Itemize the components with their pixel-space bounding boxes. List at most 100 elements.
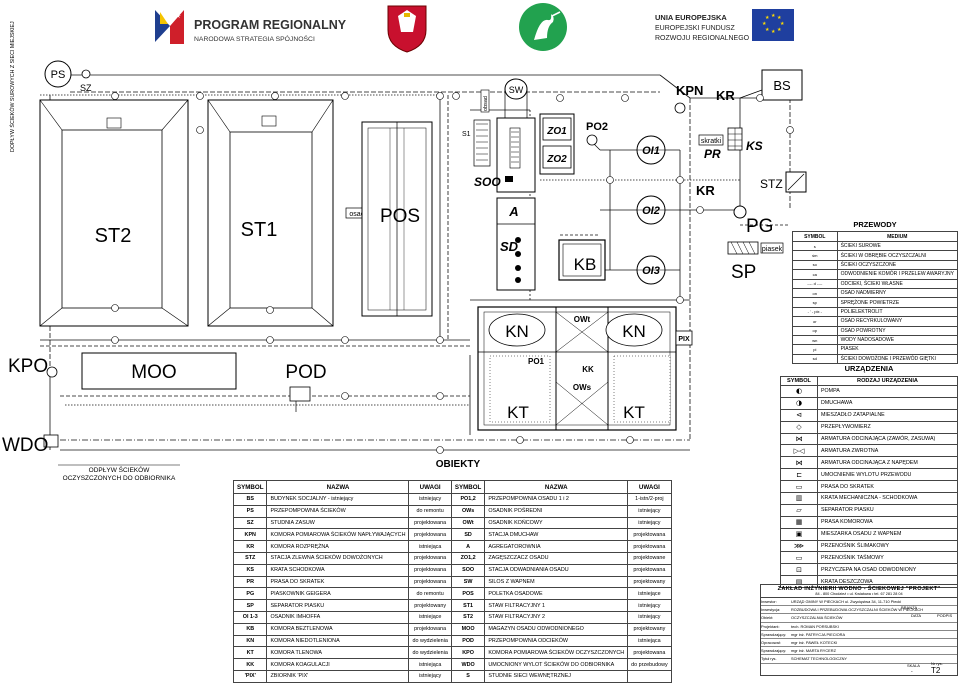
title-block-key: Inwestor: [761, 599, 777, 604]
object-name: UMOCNIONY WYLOT ŚCIEKÓW DO ODBIORNIKA [484, 658, 629, 671]
object-remark: projektowana [408, 563, 452, 577]
chamber-press-icon: ▦ [780, 515, 818, 529]
eu-line-2: EUROPEJSKI FUNDUSZ [655, 25, 735, 32]
object-remark: do wydzielenia [408, 634, 452, 648]
title-block-value: tech. ROMAN PORSUBSKI [791, 623, 839, 629]
title-block-key: Tytuł rys. [761, 656, 777, 662]
pipe-symbol: sp [792, 297, 838, 308]
device-legend-row: ⊡PRZYCZEPA NA OSAD ODWODNIONY [780, 563, 958, 577]
title-block-row: Sprawdzający:mgr inż. PATRYCJA PIECIORA [761, 631, 957, 640]
object-name: AGREGATOROWNIA [484, 540, 629, 553]
stz-discharge-station [785, 171, 807, 193]
device-label: MIESZARKA OSADU Z WAPNEM [817, 527, 958, 541]
eu-flag: ★★★★ ★★★★ [752, 9, 794, 41]
object-symbol: KS [232, 563, 268, 577]
device-label: PRZEPŁYWOMIERZ [817, 420, 958, 434]
sp-sand-separator [727, 241, 759, 255]
object-remark: istniejąca [408, 658, 452, 671]
owt-label: OWt [574, 315, 591, 324]
title-block-value: SCHEMAT TECHNOLOGICZNY [791, 656, 847, 662]
kn1-label: KN [505, 322, 529, 341]
object-symbol: ST1 [450, 599, 486, 612]
svg-text:★: ★ [771, 29, 776, 35]
object-remark: 1-istn/2-proj [627, 493, 672, 506]
object-name: KOMORA KOAGULACJI [266, 658, 410, 671]
title-block-value: mgr inż. MARTA RYCERZ [791, 648, 836, 654]
pipes-legend-title: PRZEWODY [853, 220, 897, 229]
object-symbol: POD [450, 634, 486, 648]
object-remark: projektowane [627, 551, 672, 565]
obsad-tag [480, 89, 490, 113]
pipe-legend-row: - ' - pix -POLIELEKTROLIT [792, 306, 959, 318]
kb-label: KB [574, 255, 597, 274]
object-name: STACJA DMUCHAW [484, 528, 629, 542]
title-block-row: Tytuł rys. SCHEMAT TECHNOLOGICZNY [761, 655, 957, 664]
object-name: OSADNIK KOŃCOWY [484, 516, 629, 530]
object-name: STAW FILTRACYJNY 2 [484, 610, 629, 624]
kb-anaerobic-chamber [558, 239, 606, 281]
col-branza: BRANŻA [901, 605, 918, 610]
title-block-value: ROZBUDOWA I PRZEBUDOWA OCZYSZCZALNI ŚCIE… [791, 607, 924, 613]
soo-label: SOO [474, 175, 501, 189]
title-block-key: Opracował: [761, 640, 781, 646]
pipe-symbol: sd [792, 353, 838, 365]
device-legend-row: ▭PRASA DO SKRATEK [780, 480, 958, 494]
title-block-row: Obiekt:OCZYSZCZALNIA ŚCIEKÓW [761, 614, 957, 623]
object-remark: projektowana [408, 528, 452, 542]
devices-col-symbol: SYMBOL [780, 376, 818, 386]
piasek-label: piasek [762, 246, 783, 253]
kk-label: KK [582, 365, 594, 374]
object-symbol: KPN [232, 528, 268, 542]
sz-label: SZ [80, 83, 92, 93]
device-label: ARMATURA ODCINAJĄCA Z NAPĘDEM [817, 456, 958, 470]
obsad-label: obsad [483, 96, 489, 111]
outflow-label-1: ODPŁYW ŚCIEKÓW [89, 465, 151, 474]
pix-label: PIX [678, 336, 690, 343]
pipe-medium: ODCIEKI, ŚCIEKI WŁASNE [836, 278, 959, 289]
object-symbol: WDO [450, 658, 486, 671]
object-name: STACJA ZLEWNA ŚCIEKÓW DOWOŻONYCH [266, 551, 410, 565]
pos-label: POS [380, 206, 420, 227]
object-remark: istniejąca [627, 634, 672, 648]
object-name: STAW FILTRACYJNY 1 [484, 599, 629, 612]
object-name: KOMORA BEZTLENOWA [266, 622, 410, 636]
kt2-label: KT [623, 403, 645, 422]
object-name: OSADNIK POŚREDNI [484, 504, 629, 518]
device-label: UMOCNIENIE WYLOTU PRZEWODU [817, 468, 958, 482]
pipe-symbol: s [792, 240, 838, 252]
pipe-medium: OSAD RECYRKULOWANY [836, 316, 959, 327]
devices-legend-title: URZĄDZENIA [844, 364, 894, 373]
device-label: PRZENOŚNIK ŚLIMAKOWY [817, 539, 958, 553]
outlet-icon: ⊏ [780, 468, 818, 482]
object-name: PIASKOWNIK GEIGERA [266, 587, 410, 601]
program-title: PROGRAM REGIONALNY [194, 18, 347, 32]
screen-press-icon: ▭ [780, 480, 818, 494]
device-legend-row: ⋙PRZENOŚNIK ŚLIMAKOWY [780, 539, 958, 553]
st2-label: ST2 [95, 225, 132, 247]
object-symbol: KK [232, 658, 268, 671]
pipe-symbol: on [792, 287, 838, 299]
pipe-medium: OSAD NADMIERNY [836, 287, 959, 299]
zo1-label: ZO1 [546, 126, 567, 137]
bs-label: BS [773, 78, 791, 93]
svg-text:★: ★ [771, 13, 776, 19]
lime-mixer-icon: ▣ [780, 527, 818, 541]
drawing-no: T2 [931, 666, 941, 675]
po2-pump [586, 134, 598, 146]
object-remark: istniejący [627, 504, 672, 518]
oi1-label: OI1 [642, 145, 660, 157]
pos-sludge-beds [361, 121, 433, 317]
device-legend-row: ◇PRZEPŁYWOMIERZ [780, 420, 958, 434]
objects-header-cell: UWAGI [408, 480, 452, 494]
pg-grit-chamber [733, 205, 747, 219]
device-label: ARMATURA ODCINAJĄCA (ZAWÓR, ZASUWA) [817, 432, 958, 446]
a-label: A [508, 204, 518, 219]
object-symbol: OI 1-3 [232, 610, 268, 624]
